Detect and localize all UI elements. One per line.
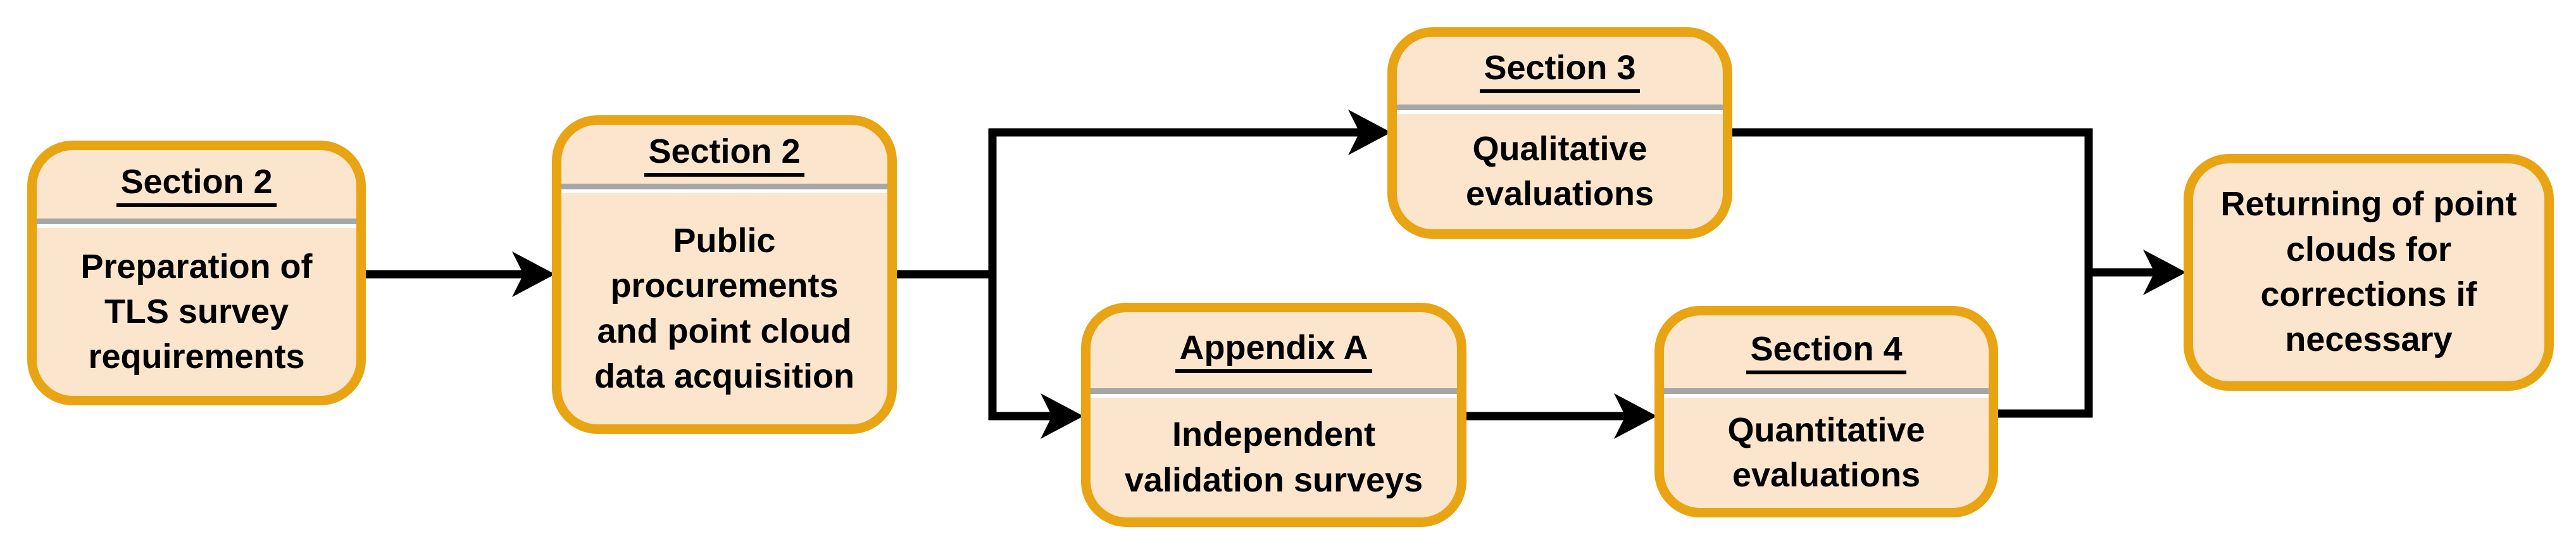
node-preparation-header: Section 2	[37, 150, 356, 218]
edge-preparation-to-procurement	[361, 251, 555, 297]
node-quantitative-evaluations: Section 4 Quantitative evaluations	[1654, 306, 1998, 517]
edge-procurement-to-junction	[897, 129, 997, 420]
node-procurement-header: Section 2	[561, 125, 887, 184]
edge-junction-to-returning	[2085, 250, 2186, 295]
node-returning-body: Returning of point clouds for correction…	[2220, 185, 2517, 359]
node-qualitative-evaluations: Section 3 Qualitative evaluations	[1387, 27, 1732, 239]
node-independent-validation: Appendix A Independent validation survey…	[1081, 303, 1466, 527]
node-quantitative-header: Section 4	[1664, 315, 1989, 388]
node-quantitative-divider	[1664, 388, 1989, 398]
node-preparation-divider	[37, 218, 356, 228]
edge-validation-to-quantitative	[1466, 393, 1657, 439]
node-procurement-header-label: Section 2	[644, 132, 804, 177]
node-qualitative-body: Qualitative evaluations	[1465, 129, 1654, 213]
node-validation-body: Independent validation surveys	[1124, 415, 1423, 499]
node-preparation: Section 2 Preparation of TLS survey requ…	[27, 141, 366, 405]
node-validation-header: Appendix A	[1091, 312, 1457, 388]
edge-junction-to-validation	[989, 393, 1084, 439]
node-preparation-body: Preparation of TLS survey requirements	[80, 247, 313, 376]
node-quantitative-header-label: Section 4	[1746, 329, 1906, 374]
node-qualitative-divider	[1397, 104, 1723, 114]
edge-junction-to-qualitative	[989, 110, 1391, 155]
node-procurement-divider	[561, 184, 887, 193]
node-procurement: Section 2 Public procurements and point …	[552, 115, 897, 434]
node-qualitative-header: Section 3	[1397, 37, 1723, 104]
node-validation-header-label: Appendix A	[1175, 328, 1372, 373]
node-quantitative-body: Quantitative evaluations	[1727, 410, 1925, 494]
node-returning: Returning of point clouds for correction…	[2184, 154, 2554, 391]
node-preparation-header-label: Section 2	[116, 162, 277, 207]
node-qualitative-header-label: Section 3	[1480, 48, 1640, 93]
node-procurement-body: Public procurements and point cloud data…	[594, 221, 855, 395]
node-validation-divider	[1091, 388, 1457, 398]
